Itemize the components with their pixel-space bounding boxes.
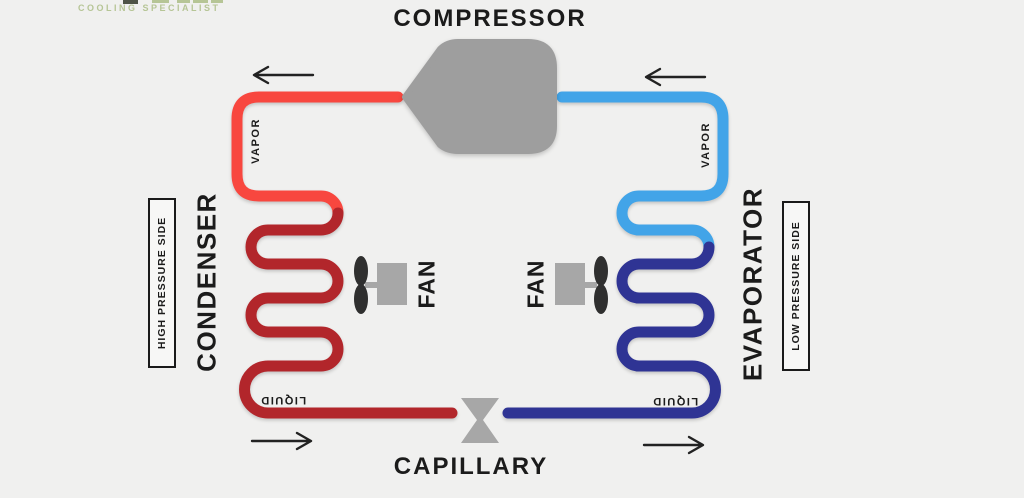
fan-motor xyxy=(377,263,407,305)
condenser-vapor-label: VAPOR xyxy=(250,118,262,164)
evaporator-liquid-pipe xyxy=(502,241,721,419)
flow-arrow-right-icon xyxy=(250,431,313,451)
compressor-label: COMPRESSOR xyxy=(393,5,587,32)
brand-tagline: COOLING SPECIALIST xyxy=(78,3,221,13)
evaporator-fan-label: FAN xyxy=(522,259,549,309)
low-pressure-side-label: LOW PRESSURE SIDE xyxy=(790,221,803,351)
flow-arrow-left-icon xyxy=(644,67,707,87)
condenser-fan xyxy=(354,256,407,314)
logo-remnant-mark xyxy=(193,0,208,3)
condenser-liquid-label: LIQUID xyxy=(259,394,307,406)
flow-arrow-right-icon xyxy=(642,435,705,455)
capillary-valve-shape xyxy=(461,398,499,443)
logo-remnant-mark xyxy=(152,0,169,3)
fan-blade-icon xyxy=(594,284,608,314)
fan-motor xyxy=(555,263,585,305)
fan-blade-icon xyxy=(594,256,608,286)
fan-shaft xyxy=(583,282,597,288)
condenser-vapor-pipe xyxy=(231,91,404,219)
capillary-label: CAPILLARY xyxy=(393,453,549,480)
logo-remnant xyxy=(123,0,223,4)
evaporator-label: EVAPORATOR xyxy=(737,186,768,382)
logo-remnant-mark xyxy=(211,0,223,3)
high-pressure-side-label: HIGH PRESSURE SIDE xyxy=(156,216,169,350)
evaporator-vapor-label: VAPOR xyxy=(700,122,712,168)
low-pressure-side-tag: LOW PRESSURE SIDE xyxy=(782,201,810,371)
fan-shaft xyxy=(365,282,379,288)
flow-arrows xyxy=(250,65,707,455)
evaporator-fan xyxy=(555,256,608,314)
logo-remnant-mark xyxy=(177,0,190,3)
condenser-fan-label: FAN xyxy=(413,259,440,309)
condenser-label: CONDENSER xyxy=(191,192,222,372)
fan-blade-icon xyxy=(354,256,368,286)
condenser-liquid-pipe xyxy=(239,207,458,419)
fan-blade-icon xyxy=(354,284,368,314)
flow-arrow-left-icon xyxy=(252,65,315,85)
compressor-shape xyxy=(402,39,557,154)
high-pressure-side-tag: HIGH PRESSURE SIDE xyxy=(148,198,176,368)
refrigerant-pipes xyxy=(231,91,729,419)
evaporator-vapor-pipe xyxy=(556,91,729,253)
logo-remnant-mark xyxy=(123,0,138,4)
evaporator-liquid-label: LIQUID xyxy=(651,395,699,407)
